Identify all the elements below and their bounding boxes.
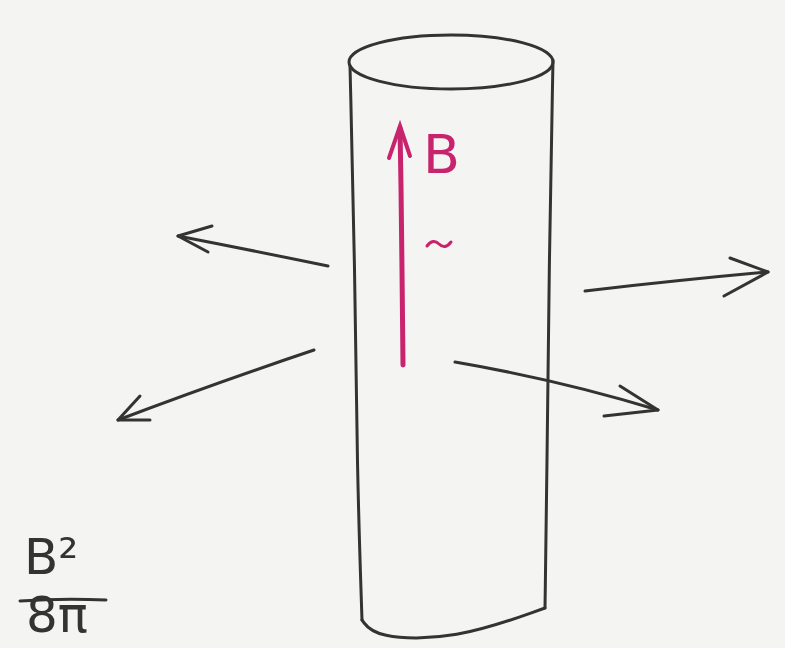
arrow-head — [178, 226, 212, 252]
cylinder-side — [350, 66, 362, 620]
pressure-formula: B² — [24, 532, 78, 582]
field-arrow — [400, 128, 403, 365]
cylinder-bottom — [362, 608, 545, 638]
cylinder-side — [545, 60, 553, 608]
arrow-head — [604, 386, 658, 416]
pressure-arrow — [118, 350, 314, 420]
pressure-arrow — [178, 236, 328, 266]
arrow-head — [118, 396, 150, 420]
pressure-arrow — [455, 362, 658, 410]
vector-tilde — [427, 241, 451, 246]
field-arrow-head — [389, 126, 410, 158]
formula-wrap: B² — [24, 532, 78, 582]
formula-wrap: 8π — [26, 590, 88, 640]
arrow-head — [724, 258, 768, 296]
flux-tube: B — [335, 20, 565, 645]
cylinder-top — [349, 35, 553, 89]
field-label: B — [423, 128, 460, 182]
pressure-formula: 8π — [26, 590, 88, 640]
cylinder-outline — [335, 20, 565, 645]
